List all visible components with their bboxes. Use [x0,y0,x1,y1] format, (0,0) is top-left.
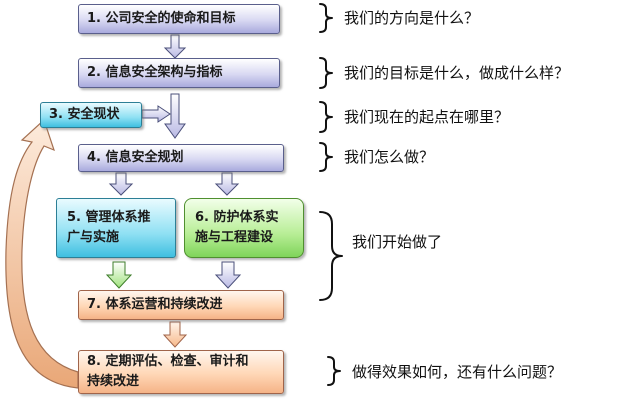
brace-1 [319,3,333,33]
question-2: 我们的目标是什么，做成什么样？ [344,64,570,82]
down-arrow-4-5 [108,172,134,196]
down-arrow-6-7 [214,261,242,289]
brace-3 [319,101,333,133]
down-arrow-7-8 [162,321,188,348]
step-4-box: 4. 信息安全规划 [78,144,284,172]
down-arrow-1-2 [163,34,187,59]
down-arrow-5-7 [105,261,133,289]
step-2-label: 2. 信息安全架构与指标 [87,65,223,80]
step-3-label: 3. 安全现状 [49,107,120,122]
step-1-label: 1. 公司安全的使命和目标 [87,11,236,26]
step-6-label-line1: 6. 防护体系实 [195,210,279,225]
step-1-box: 1. 公司安全的使命和目标 [78,4,280,34]
question-1: 我们的方向是什么？ [344,9,480,27]
step-7-box: 7. 体系运营和持续改进 [78,290,284,320]
step-6-label-line2: 施与工程建设 [195,230,274,245]
step-4-label: 4. 信息安全规划 [87,150,184,165]
question-3: 我们现在的起点在哪里？ [344,108,510,126]
step-2-box: 2. 信息安全架构与指标 [78,58,280,88]
step-7-label: 7. 体系运营和持续改进 [87,297,223,312]
brace-2 [319,57,333,89]
question-6: 做得效果如何，还有什么问题？ [352,363,563,381]
down-arrow-4-6 [214,172,240,196]
down-arrow-2-4 [164,93,186,139]
step-5-label-line2: 广与实施 [67,230,120,245]
brace-4 [319,142,333,172]
step-8-label-line1: 8. 定期评估、检查、审计和 [87,354,249,369]
brace-6 [327,356,341,386]
step-5-label-line1: 5. 管理体系推 [67,210,151,225]
step-8-label-line2: 持续改进 [87,374,140,389]
step-8-box: 8. 定期评估、检查、审计和 持续改进 [78,350,284,394]
question-4: 我们怎么做？ [344,148,435,166]
step-5-box: 5. 管理体系推 广与实施 [56,198,176,258]
question-5: 我们开始做了 [352,233,443,251]
brace-5 [319,211,343,301]
step-3-box: 3. 安全现状 [40,102,142,128]
step-6-box: 6. 防护体系实 施与工程建设 [184,198,304,258]
right-arrow-3 [141,105,171,123]
